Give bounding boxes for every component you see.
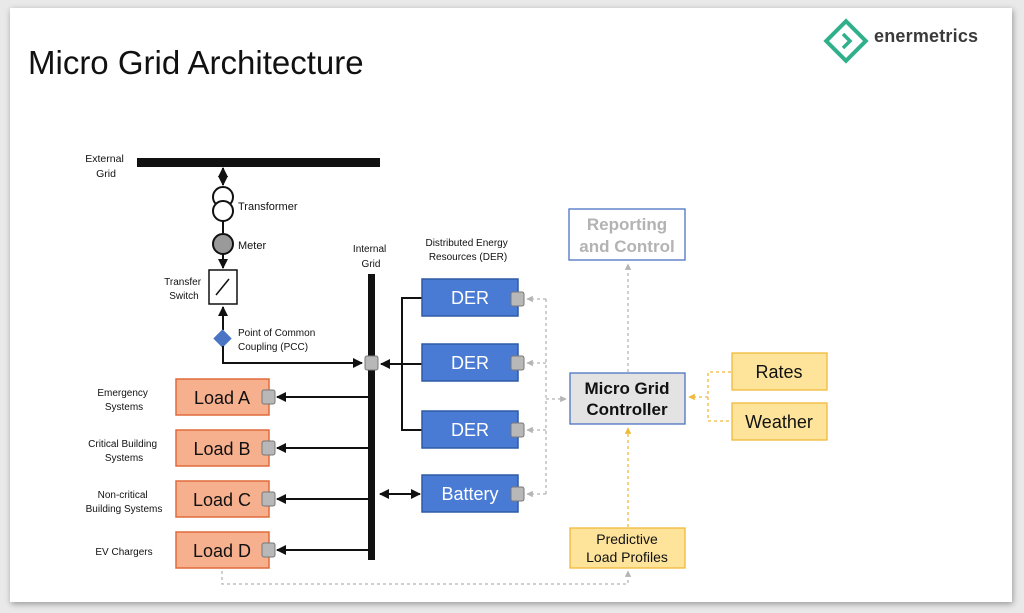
- load-c-box: Load C: [175, 480, 276, 518]
- battery-label: Battery: [441, 484, 498, 504]
- internal-grid-label: Internal Grid: [353, 244, 389, 270]
- controller-line-2: Controller: [586, 400, 668, 419]
- transformer-icon: [212, 186, 234, 222]
- load-d-desc: EV Chargers: [95, 547, 152, 558]
- predictive-load-profiles-box: Predictive Load Profiles: [569, 527, 686, 569]
- battery-box: Battery: [421, 474, 525, 513]
- der-3-label: DER: [451, 420, 489, 440]
- der-2-box: DER: [421, 343, 525, 382]
- transformer-label: Transformer: [238, 201, 298, 213]
- load-a-desc: Emergency Systems: [97, 388, 150, 413]
- load-c-desc: Non-critical Building Systems: [86, 490, 163, 515]
- der-2-label: DER: [451, 353, 489, 373]
- load-c-label: Load C: [193, 490, 251, 510]
- brand-name: enermetrics: [874, 26, 979, 46]
- micro-grid-controller-box: Micro Grid Controller: [569, 372, 686, 425]
- reporting-line-2: and Control: [579, 237, 674, 256]
- external-grid-bus: [137, 158, 380, 167]
- load-b-desc: Critical Building Systems: [88, 439, 160, 464]
- pcc-diamond-icon: [213, 329, 232, 348]
- rates-label: Rates: [755, 362, 802, 382]
- pcc-label: Point of Common Coupling (PCC): [238, 328, 318, 353]
- reporting-control-box: Reporting and Control: [568, 208, 686, 261]
- rates-box: Rates: [731, 352, 828, 391]
- slide-title: Micro Grid Architecture: [28, 44, 364, 81]
- weather-label: Weather: [745, 412, 813, 432]
- enermetrics-logo-icon: [823, 18, 869, 64]
- der-3-box: DER: [421, 410, 525, 449]
- load-d-label: Load D: [193, 541, 251, 561]
- meter-icon: [212, 233, 234, 255]
- load-b-box: Load B: [175, 429, 276, 467]
- load-d-box: Load D: [175, 531, 276, 569]
- internal-grid-bus: [368, 274, 375, 560]
- transfer-switch-label: Transfer Switch: [164, 277, 204, 302]
- der-group-label: Distributed Energy Resources (DER): [425, 238, 510, 263]
- load-a-box: Load A: [175, 378, 276, 416]
- reporting-line-1: Reporting: [587, 215, 667, 234]
- predictive-line-1: Predictive: [596, 531, 658, 547]
- meter-label: Meter: [238, 240, 266, 252]
- internal-grid-connector: [364, 355, 379, 371]
- predictive-line-2: Load Profiles: [586, 549, 668, 565]
- transfer-switch-icon: [208, 269, 238, 305]
- load-b-label: Load B: [193, 439, 250, 459]
- controller-line-1: Micro Grid: [584, 379, 669, 398]
- der-1-box: DER: [421, 278, 525, 317]
- load-a-label: Load A: [194, 388, 250, 408]
- der-1-label: DER: [451, 288, 489, 308]
- weather-box: Weather: [731, 402, 828, 441]
- external-grid-label: External Grid: [85, 153, 126, 180]
